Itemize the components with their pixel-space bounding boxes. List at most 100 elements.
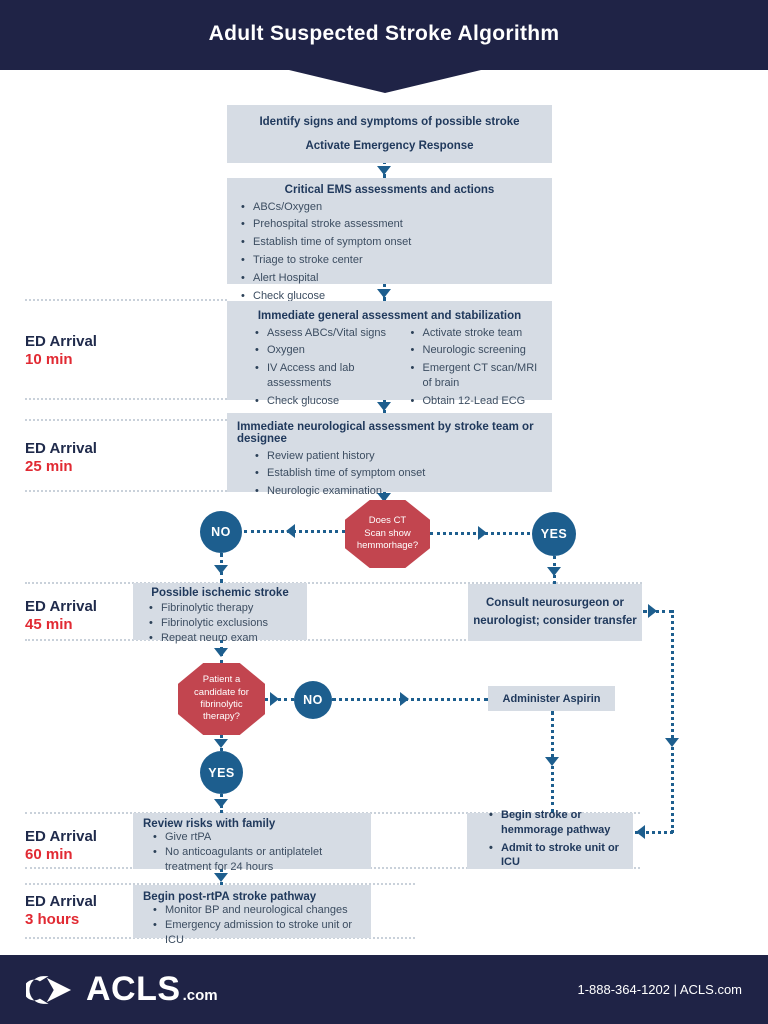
footer-contact: 1-888-364-1202 | ACLS.com: [577, 982, 742, 997]
ed-arrival-time: 10 min: [25, 351, 73, 368]
aspirin-label: Administer Aspirin: [502, 692, 601, 705]
ischemic-list: Fibrinolytic therapy Fibrinolytic exclus…: [133, 601, 307, 650]
arrow-down-icon: [214, 739, 228, 748]
acls-logo: ACLS .com: [26, 970, 218, 1009]
arrow-right-icon: [648, 604, 657, 618]
stroke-pathway-list: Begin stroke or hemmorage pathway Admit …: [467, 806, 633, 875]
ed-arrival-45min: ED Arrival 45 min: [25, 598, 97, 634]
timeline-divider: [25, 582, 642, 584]
box-administer-aspirin: Administer Aspirin: [488, 686, 615, 711]
list-item: Obtain 12-Lead ECG: [411, 392, 545, 410]
box-stroke-pathway: Begin stroke or hemmorage pathway Admit …: [467, 808, 633, 869]
decision-line: Scan show: [364, 527, 411, 539]
identify-line2: Activate Emergency Response: [305, 139, 474, 152]
list-item: Oxygen: [255, 342, 389, 360]
arrow-right-icon: [270, 692, 279, 706]
connector-line: [332, 698, 488, 701]
arrow-down-icon: [377, 402, 391, 411]
box-neuro-assessment: Immediate neurological assessment by str…: [227, 413, 552, 499]
ems-list: ABCs/Oxygen Prehospital stroke assessmen…: [227, 198, 552, 309]
list-item: Begin stroke or hemmorage pathway: [489, 806, 627, 839]
decision-line: candidate for: [194, 686, 249, 698]
box-ems-assessments: Critical EMS assessments and actions ABC…: [227, 178, 552, 303]
decision-line: Does CT: [368, 515, 407, 527]
box-identify-stroke: Identify signs and symptoms of possible …: [227, 105, 552, 163]
identify-line1: Identify signs and symptoms of possible …: [259, 116, 520, 129]
arrow-left-icon: [286, 524, 295, 538]
general-left-list: Assess ABCs/Vital signs Oxygen IV Access…: [241, 324, 397, 414]
arrow-down-icon: [214, 799, 228, 808]
ed-arrival-25min: ED Arrival 25 min: [25, 440, 97, 476]
general-title: Immediate general assessment and stabili…: [257, 310, 522, 322]
connector-line: [643, 610, 673, 613]
post-rtpa-title: Begin post-rtPA stroke pathway: [143, 891, 317, 903]
acls-logo-suffix: .com: [182, 987, 218, 1004]
arrow-down-icon: [377, 166, 391, 175]
arrow-down-icon: [665, 738, 679, 747]
ct-yes-circle: YES: [532, 512, 576, 556]
header-bar: Adult Suspected Stroke Algorithm: [0, 0, 768, 70]
list-item: Activate stroke team: [411, 324, 545, 342]
connector-line: [635, 831, 673, 834]
list-item: Prehospital stroke assessment: [241, 216, 544, 234]
box-ischemic-stroke: Possible ischemic stroke Fibrinolytic th…: [133, 583, 307, 645]
decision-line: fibrinolytic: [200, 699, 243, 710]
list-item: IV Access and lab assessments: [255, 360, 389, 393]
ed-arrival-label: ED Arrival: [25, 828, 97, 845]
ed-arrival-label: ED Arrival: [25, 598, 97, 615]
general-right-list: Activate stroke team Neurologic screenin…: [397, 324, 553, 414]
box-general-assessment: Immediate general assessment and stabili…: [227, 301, 552, 409]
connector-line: [671, 610, 674, 833]
list-item: Check glucose: [241, 287, 544, 305]
review-title: Review risks with family: [143, 818, 276, 830]
list-item: Neurologic examination: [255, 483, 544, 501]
timeline-divider: [25, 490, 227, 492]
arrow-down-icon: [545, 757, 559, 766]
ems-title: Critical EMS assessments and actions: [284, 184, 495, 196]
list-item: Repeat neuro exam: [149, 631, 299, 646]
list-item: Admit to stroke unit or ICU: [489, 839, 627, 872]
list-item: Check glucose: [255, 392, 389, 410]
arrow-right-icon: [478, 526, 487, 540]
ed-arrival-60min: ED Arrival 60 min: [25, 828, 97, 864]
box-consult-neurosurgeon: Consult neurosurgeon or neurologist; con…: [468, 584, 642, 641]
list-item: Triage to stroke center: [241, 252, 544, 270]
list-item: Assess ABCs/Vital signs: [255, 324, 389, 342]
timeline-divider: [25, 639, 642, 641]
footer-bar: ACLS .com 1-888-364-1202 | ACLS.com: [0, 955, 768, 1024]
box-post-rtpa-pathway: Begin post-rtPA stroke pathway Monitor B…: [133, 885, 371, 946]
arrow-down-icon: [214, 648, 228, 657]
ed-arrival-time: 25 min: [25, 458, 73, 475]
list-item: Give rtPA: [153, 830, 363, 845]
list-item: Fibrinolytic exclusions: [149, 616, 299, 631]
acls-logo-icon: [26, 975, 72, 1004]
neuro-list: Review patient history Establish time of…: [227, 447, 552, 505]
list-item: ABCs/Oxygen: [241, 198, 544, 216]
arrow-left-icon: [636, 825, 645, 839]
timeline-divider: [25, 419, 227, 421]
ed-arrival-label: ED Arrival: [25, 333, 97, 350]
arrow-right-icon: [400, 692, 409, 706]
list-item: Neurologic screening: [411, 342, 545, 360]
list-item: Monitor BP and neurological changes: [153, 903, 363, 918]
decision-line: Patient a: [202, 674, 241, 686]
fibrinolytic-no-circle: NO: [294, 681, 332, 719]
arrow-down-icon: [377, 289, 391, 298]
decision-ct-hemorrhage: Does CT Scan show hemmorhage?: [345, 500, 430, 568]
arrow-down-icon: [214, 565, 228, 574]
post-rtpa-list: Monitor BP and neurological changes Emer…: [133, 903, 371, 952]
consult-line2: neurologist; consider transfer: [473, 614, 637, 627]
page-title: Adult Suspected Stroke Algorithm: [208, 22, 560, 45]
list-item: Establish time of symptom onset: [241, 234, 544, 252]
list-item: Establish time of symptom onset: [255, 465, 544, 483]
ed-arrival-time: 3 hours: [25, 911, 80, 928]
list-item: No anticoagulants or antiplatelet treatm…: [153, 845, 363, 875]
decision-line: hemmorhage?: [356, 540, 419, 552]
timeline-divider: [25, 299, 227, 301]
list-item: Emergent CT scan/MRI of brain: [411, 360, 545, 393]
ed-arrival-time: 60 min: [25, 846, 73, 863]
review-list: Give rtPA No anticoagulants or antiplate…: [133, 830, 371, 879]
ed-arrival-time: 45 min: [25, 616, 73, 633]
decision-fibrinolytic-candidate: Patient a candidate for fibrinolytic the…: [178, 663, 265, 735]
